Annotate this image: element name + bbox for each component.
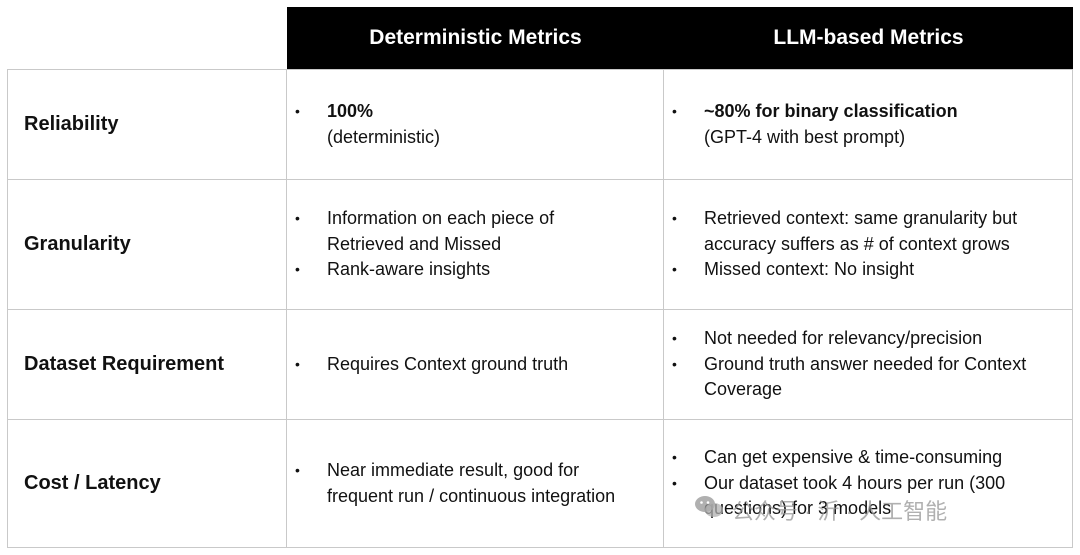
list-item: • Our dataset took 4 hours per run (300 … bbox=[672, 472, 1006, 519]
cell-dataset-llm: • Not needed for relevancy/precision • G… bbox=[664, 310, 1073, 420]
row-label-granularity: Granularity bbox=[7, 180, 287, 310]
bullet-icon: • bbox=[672, 210, 677, 227]
list-item: • 100% (deterministic) bbox=[295, 101, 441, 147]
bullet-list: • ~80% for binary classification (GPT-4 … bbox=[664, 99, 958, 150]
cell-reliability-llm: • ~80% for binary classification (GPT-4 … bbox=[664, 69, 1073, 180]
list-item: • ~80% for binary classification (GPT-4 … bbox=[672, 101, 958, 147]
bullet-icon: • bbox=[672, 474, 677, 491]
list-item: • Ground truth answer needed for Context… bbox=[672, 353, 1027, 400]
list-item: • Missed context: No insight bbox=[664, 257, 1017, 283]
list-item: • Not needed for relevancy/precision bbox=[664, 326, 1026, 352]
header-deterministic-label: Deterministic Metrics bbox=[369, 26, 582, 49]
row-label-reliability: Reliability bbox=[7, 69, 287, 180]
cell-cost-deterministic: • Near immediate result, good for freque… bbox=[287, 420, 664, 548]
list-item: • Requires Context ground truth bbox=[287, 352, 568, 378]
cell-granularity-deterministic: • Information on each piece of Retrieved… bbox=[287, 180, 664, 310]
cell-cost-llm: • Can get expensive & time-consuming • O… bbox=[664, 420, 1073, 548]
bullet-icon: • bbox=[672, 330, 677, 347]
bullet-icon: • bbox=[295, 261, 300, 278]
header-llm-label: LLM-based Metrics bbox=[773, 26, 964, 49]
bullet-icon: • bbox=[295, 103, 300, 119]
list-item: • Retrieved context: same granularity bu… bbox=[672, 208, 1018, 254]
cell-granularity-llm: • Retrieved context: same granularity bu… bbox=[664, 180, 1073, 310]
header-deterministic: Deterministic Metrics bbox=[287, 7, 664, 69]
header-llm: LLM-based Metrics bbox=[664, 7, 1073, 69]
row-label-dataset-requirement: Dataset Requirement bbox=[7, 310, 287, 420]
list-item: • Rank-aware insights bbox=[287, 257, 554, 283]
bullet-icon: • bbox=[672, 449, 677, 466]
bullet-icon: • bbox=[672, 355, 677, 372]
list-item: • Near immediate result, good for freque… bbox=[295, 460, 616, 506]
bullet-list: • Requires Context ground truth bbox=[287, 352, 568, 378]
bullet-icon: • bbox=[295, 462, 300, 478]
row-label-cost-latency: Cost / Latency bbox=[7, 420, 287, 548]
bullet-icon: • bbox=[672, 261, 677, 278]
list-item: • Information on each piece of Retrieved… bbox=[295, 208, 555, 254]
bullet-list: • Retrieved context: same granularity bu… bbox=[664, 206, 1017, 283]
cell-dataset-deterministic: • Requires Context ground truth bbox=[287, 310, 664, 420]
bullet-list: • 100% (deterministic) bbox=[287, 99, 440, 150]
bullet-icon: • bbox=[672, 103, 677, 119]
cell-reliability-deterministic: • 100% (deterministic) bbox=[287, 69, 664, 180]
bullet-list: • Near immediate result, good for freque… bbox=[287, 458, 615, 509]
bullet-icon: • bbox=[295, 210, 300, 227]
list-item: • Can get expensive & time-consuming bbox=[664, 445, 1005, 471]
bullet-icon: • bbox=[295, 355, 300, 372]
bullet-list: • Information on each piece of Retrieved… bbox=[287, 206, 554, 283]
bullet-list: • Can get expensive & time-consuming • O… bbox=[664, 445, 1005, 522]
bullet-list: • Not needed for relevancy/precision • G… bbox=[664, 326, 1026, 403]
